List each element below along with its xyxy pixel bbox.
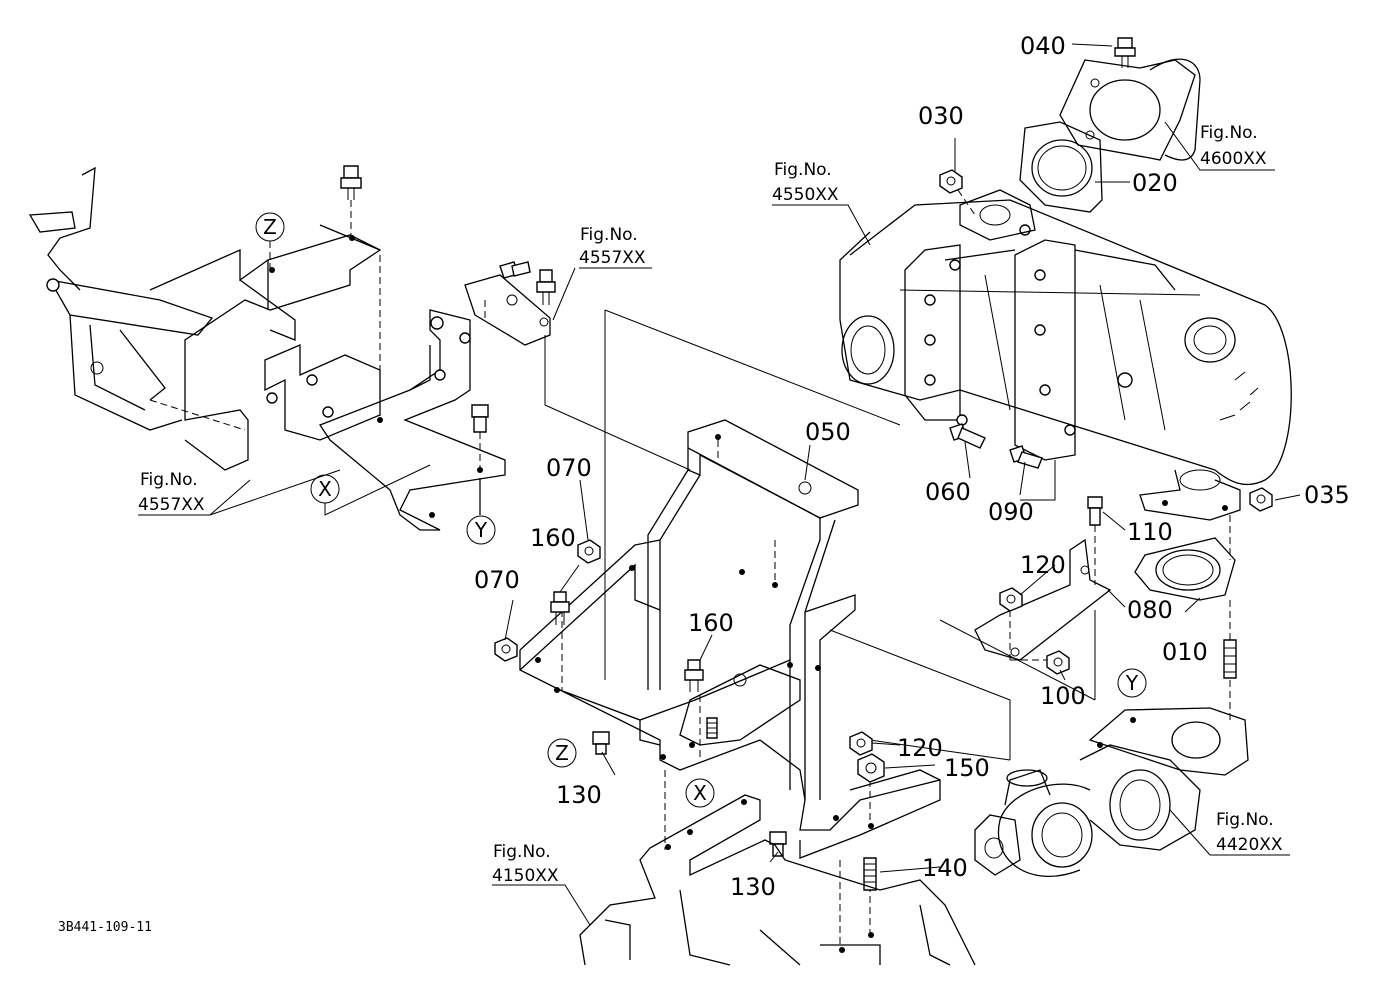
- figure-labels: Fig.No. 4600XX Fig.No. 4550XX Fig.No. 45…: [138, 123, 1283, 886]
- part-label-035: 035: [1304, 481, 1350, 509]
- nut-icon-070b: [494, 637, 518, 662]
- svg-text:Z: Z: [263, 215, 277, 239]
- stud-icon-010: [1223, 639, 1237, 679]
- bolt-icon-130a: [592, 731, 610, 755]
- nut-icon-035: [1249, 487, 1273, 512]
- part-label-060: 060: [925, 478, 971, 506]
- figure-ref-4550xx: Fig.No. 4550XX: [772, 160, 839, 205]
- bolt-icon: [471, 404, 489, 433]
- outlet-pipe: [1059, 58, 1201, 161]
- part-label-070b: 070: [474, 566, 520, 594]
- nut-icon-120b: [849, 731, 873, 756]
- svg-text:X: X: [693, 781, 707, 805]
- svg-text:Fig.No.: Fig.No.: [774, 160, 832, 180]
- svg-text:4420XX: 4420XX: [1216, 835, 1283, 855]
- figure-ref-4600xx: Fig.No. 4600XX: [1200, 123, 1267, 169]
- reference-mark-x2: X: [685, 778, 715, 808]
- svg-text:4150XX: 4150XX: [492, 866, 559, 886]
- svg-text:Z: Z: [555, 741, 569, 765]
- bracket-080: [974, 538, 1112, 661]
- part-label-020: 020: [1132, 169, 1178, 197]
- drawing-code: 3B441-109-11: [58, 920, 152, 935]
- svg-text:Fig.No.: Fig.No.: [1200, 123, 1258, 143]
- reference-mark-x: X: [310, 474, 340, 504]
- figure-ref-4557xx-left: Fig.No. 4557XX: [138, 470, 205, 515]
- turbocharger: [974, 707, 1249, 877]
- part-label-110: 110: [1127, 518, 1173, 546]
- svg-text:Y: Y: [1125, 671, 1139, 695]
- bolt-icon-060: [949, 423, 986, 449]
- leader-lines: [138, 43, 1301, 926]
- part-label-130b: 130: [730, 873, 776, 901]
- nut-icon-100: [1046, 650, 1070, 675]
- part-label-030: 030: [918, 102, 964, 130]
- bolt-icon-090: [1009, 445, 1043, 469]
- svg-text:4557XX: 4557XX: [138, 495, 205, 515]
- svg-text:X: X: [318, 477, 332, 501]
- stud-icon-center: [706, 717, 718, 739]
- figure-ref-4557xx-top: Fig.No. 4557XX: [579, 225, 646, 268]
- part-label-130a: 130: [556, 781, 602, 809]
- bolt-icon-160a: [550, 591, 570, 625]
- svg-text:4550XX: 4550XX: [772, 185, 839, 205]
- part-label-040: 040: [1020, 32, 1066, 60]
- bolt-icon: [340, 165, 362, 200]
- nut-icon-070: [577, 539, 601, 564]
- part-label-070a: 070: [546, 454, 592, 482]
- assembly-lines: [544, 309, 1231, 950]
- stud-icon-140: [863, 857, 877, 891]
- svg-text:Fig.No.: Fig.No.: [493, 842, 551, 862]
- bolt-icon: [499, 261, 531, 279]
- part-label-120b: 120: [897, 734, 943, 762]
- reference-mark-y: Y: [466, 515, 496, 545]
- engine-block: [579, 794, 976, 966]
- figure-ref-4150xx: Fig.No. 4150XX: [492, 842, 559, 886]
- part-label-050: 050: [805, 418, 851, 446]
- gasket-010: [1134, 537, 1236, 601]
- part-label-140: 140: [922, 854, 968, 882]
- dpf-muffler: [839, 189, 1292, 521]
- svg-text:4557XX: 4557XX: [579, 248, 646, 268]
- part-label-080: 080: [1127, 596, 1173, 624]
- left-bracket-assembly: [28, 165, 556, 531]
- bolt-icon-160b: [684, 659, 704, 692]
- reference-mark-z2: Z: [547, 738, 577, 768]
- bolt-icon: [536, 269, 556, 305]
- svg-text:Y: Y: [474, 518, 488, 542]
- nut-icon-030: [939, 169, 963, 194]
- part-label-100: 100: [1040, 682, 1086, 710]
- part-label-160b: 160: [688, 609, 734, 637]
- svg-text:Fig.No.: Fig.No.: [580, 225, 638, 245]
- part-label-150: 150: [944, 754, 990, 782]
- part-labels: 040 030 020 050 070 070 160 160 060 090 …: [474, 32, 1350, 901]
- svg-text:Fig.No.: Fig.No.: [140, 470, 198, 490]
- part-label-120a: 120: [1020, 551, 1066, 579]
- nut-icon-150: [857, 753, 885, 783]
- part-label-090: 090: [988, 498, 1034, 526]
- reference-mark-y2: Y: [1117, 668, 1147, 698]
- main-frame-bracket: [519, 419, 941, 859]
- part-label-160a: 160: [530, 524, 576, 552]
- nut-icon-120a: [999, 587, 1023, 612]
- bolt-icon-040: [1114, 37, 1136, 68]
- figure-ref-4420xx: Fig.No. 4420XX: [1216, 810, 1283, 855]
- gasket-020: [1019, 121, 1103, 213]
- part-label-010: 010: [1162, 638, 1208, 666]
- svg-text:4600XX: 4600XX: [1200, 149, 1267, 169]
- reference-mark-z: Z: [255, 212, 285, 242]
- bolt-icon-110: [1087, 496, 1103, 526]
- svg-text:Fig.No.: Fig.No.: [1216, 810, 1274, 830]
